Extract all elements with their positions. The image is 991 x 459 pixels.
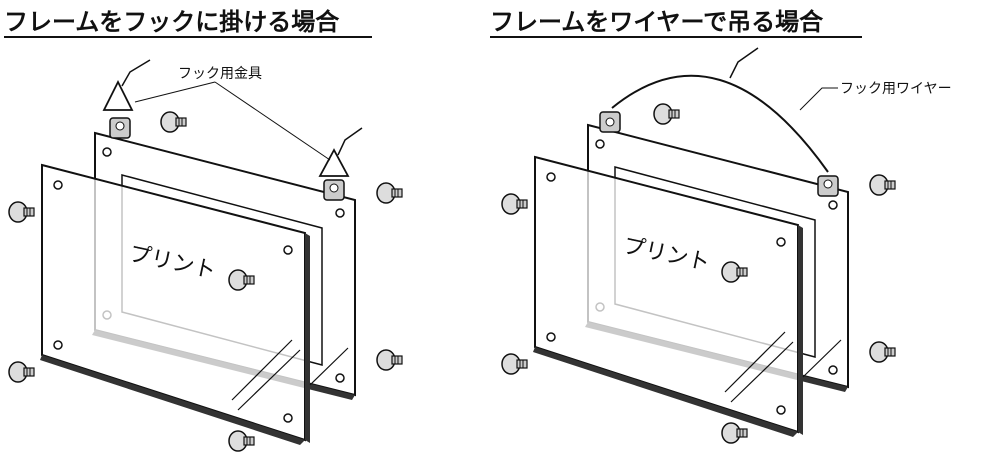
- right-title-underline: [490, 36, 862, 38]
- hanging-wire: [599, 47, 839, 197]
- callout-label: フック用ワイヤー: [840, 81, 952, 97]
- left-title: フレームをフックに掛ける場合: [4, 8, 340, 36]
- callout-hook-hardware: フック用金具: [134, 66, 331, 161]
- callout-hook-wire: フック用ワイヤー: [799, 81, 952, 111]
- left-title-underline: [4, 36, 372, 38]
- hook-bracket-right: [318, 127, 363, 201]
- callout-label: フック用金具: [178, 66, 262, 82]
- right-title: フレームをワイヤーで吊る場合: [490, 8, 824, 36]
- hook-bracket-left: [102, 59, 151, 139]
